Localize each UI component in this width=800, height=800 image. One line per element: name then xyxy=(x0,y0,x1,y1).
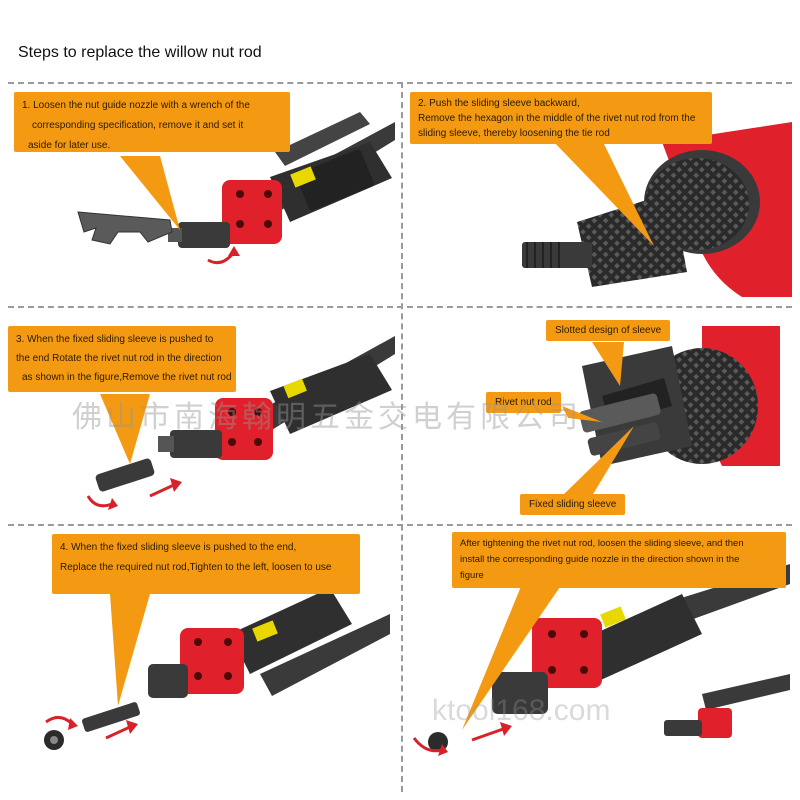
step3-callout: 3. When the fixed sliding sleeve is push… xyxy=(8,326,236,392)
sleeve-detail-illustration xyxy=(562,326,780,496)
step3-illustration xyxy=(86,336,395,510)
step5-callout: After tightening the rivet nut rod, loos… xyxy=(452,532,786,588)
page-title: Steps to replace the willow nut rod xyxy=(18,44,262,61)
step4-line1: 4. When the fixed sliding sleeve is push… xyxy=(60,542,297,553)
step4-line2: Replace the required nut rod,Tighten to … xyxy=(60,562,332,573)
label-slotted-sleeve: Slotted design of sleeve xyxy=(546,320,671,341)
step1-line1: 1. Loosen the nut guide nozzle with a wr… xyxy=(22,100,250,111)
divider-top xyxy=(8,82,792,84)
divider-column xyxy=(401,82,403,792)
step1-line2: corresponding specification, remove it a… xyxy=(32,120,244,131)
step5-illustration xyxy=(412,564,790,756)
divider-row2 xyxy=(8,524,792,526)
step5-line1: After tightening the rivet nut rod, loos… xyxy=(460,538,744,549)
step3-line3: as shown in the figure,Remove the rivet … xyxy=(22,372,232,383)
step3-line1: 3. When the fixed sliding sleeve is push… xyxy=(16,334,214,345)
divider-row1 xyxy=(8,306,792,308)
step2-line3: sliding sleeve, thereby loosening the ti… xyxy=(418,128,610,139)
label-fixed-sliding-sleeve: Fixed sliding sleeve xyxy=(520,494,626,515)
step4-illustration xyxy=(44,588,390,750)
step1-illustration xyxy=(77,112,395,265)
step5-line2: install the corresponding guide nozzle i… xyxy=(460,554,740,565)
watermark-latin: ktool168.com xyxy=(432,694,611,727)
step1-line3: aside for later use. xyxy=(28,140,111,151)
step5-line3: figure xyxy=(460,570,484,581)
step2-line1: 2. Push the sliding sleeve backward, xyxy=(418,98,580,109)
label-rivet-nut-rod: Rivet nut rod xyxy=(486,392,561,413)
watermark-chinese: 佛山市南海翰明五金交电有限公司 xyxy=(72,401,582,434)
step2-callout: 2. Push the sliding sleeve backward, Rem… xyxy=(410,92,712,144)
step2-line2: Remove the hexagon in the middle of the … xyxy=(418,113,696,124)
step3-line2: the end Rotate the rivet nut rod in the … xyxy=(16,353,222,364)
step4-callout: 4. When the fixed sliding sleeve is push… xyxy=(52,534,360,594)
step1-callout: 1. Loosen the nut guide nozzle with a wr… xyxy=(14,92,290,152)
step2-illustration xyxy=(522,122,792,297)
